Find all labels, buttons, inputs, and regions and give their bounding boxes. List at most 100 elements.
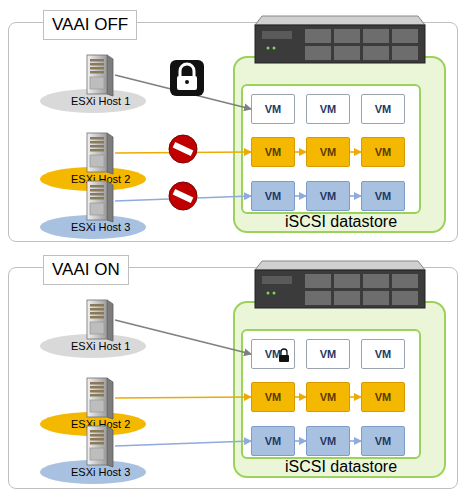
drive-bay [392,29,418,43]
vm-text: VM [320,103,337,115]
server-icon-box [83,53,115,97]
server-slot [90,149,104,152]
server-side [107,181,113,222]
connector-arrow [295,440,306,442]
vm-box: VM [306,94,350,124]
server-slot [90,189,104,192]
server-slot [90,67,104,70]
server-body [87,55,107,94]
drive-bay [392,291,418,305]
vm-text: VM [375,146,392,158]
vm-box: VM [306,382,350,412]
server-panel [90,77,104,89]
vm-text: VM [375,190,392,202]
vm-text: VM [320,391,337,403]
connector-arrow [350,440,361,442]
server-icon [83,179,115,223]
no-entry-bar [173,142,194,156]
no-entry-symbol [169,182,197,210]
vm-text: VM [375,348,392,360]
server-slot [90,308,104,311]
lock-body [177,76,197,90]
nas-top [255,16,425,25]
no-entry-symbol [169,135,197,163]
vm-box: VM [251,137,295,167]
server-slot [90,312,104,315]
drive-bay [334,274,360,288]
vm-text: VM [265,103,282,115]
vm-box: VM [251,339,295,369]
server-slot [90,197,104,200]
server-slot [90,185,104,188]
server-body [87,181,107,220]
nas-panel [262,276,292,284]
vm-box: VM [361,181,405,211]
host-text: ESXi Host 1 [71,95,130,108]
no-entry-circle [169,182,197,210]
no-entry-bar [173,189,194,203]
server-icon-box [83,376,115,420]
server-side [107,55,113,96]
lock-shackle [180,64,194,77]
host-text: ESXi Host 3 [71,221,130,234]
vm-box: VM [361,339,405,369]
server-body [87,300,107,339]
vm-text: VM [265,435,282,447]
server-slot [90,59,104,62]
server-icon-box [83,298,115,342]
server-slot [90,316,104,319]
connector-arrow [350,151,361,153]
vm-box: VM [306,339,350,369]
vm-box: VM [251,94,295,124]
server-slot [90,386,104,389]
esxi-host: ESXi Host 1 [39,53,149,115]
vm-text: VM [320,146,337,158]
server-slot [90,382,104,385]
connector-arrow [295,396,306,398]
vm-text: VM [320,190,337,202]
server-side [107,300,113,341]
esxi-host: ESXi Host 3 [39,424,149,486]
server-body [87,426,107,465]
server-side [107,426,113,467]
drive-bay [305,29,331,43]
vm-box: VM [361,426,405,456]
lock-symbol [170,60,204,96]
esxi-host: ESXi Host 3 [39,179,149,241]
drive-bay [334,291,360,305]
vm-box: VM [361,137,405,167]
server-slot [90,193,104,196]
drive-bay [334,29,360,43]
drive-bay [363,46,389,60]
server-icon [83,298,115,342]
server-panel [90,322,104,334]
drive-bay [334,46,360,60]
server-icon-box [83,131,115,175]
server-slot [90,145,104,148]
lock-body [279,355,289,362]
server-icon-box [83,179,115,223]
server-slot [90,63,104,66]
vm-text: VM [265,391,282,403]
datastore-text: iSCSI datastore [285,458,397,476]
nas-led [267,47,270,50]
drive-bay [305,274,331,288]
drive-bay [363,274,389,288]
vm-text: VM [375,391,392,403]
vm-text: VM [265,348,282,360]
panel-text: VAAI ON [43,255,129,285]
vm-box: VM [251,181,295,211]
connector-arrow [350,396,361,398]
server-body [87,378,107,417]
server-icon [83,53,115,97]
server-body [87,133,107,172]
server-slot [90,438,104,441]
nas-front [255,270,425,308]
drive-bay [363,291,389,305]
nas-panel [262,31,292,39]
server-slot [90,141,104,144]
panel-text: VAAI OFF [43,10,137,40]
